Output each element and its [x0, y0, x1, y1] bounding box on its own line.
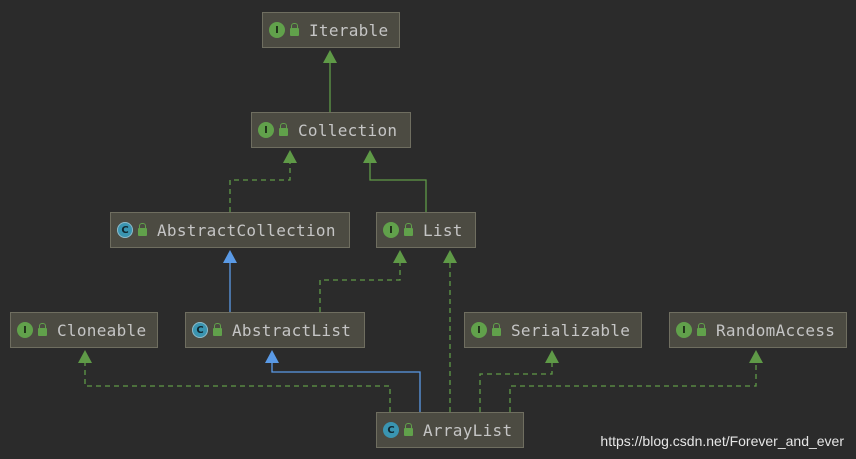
interface-icon: I — [17, 322, 33, 338]
public-lock-icon — [213, 323, 222, 336]
arrowhead — [223, 250, 237, 263]
public-lock-icon — [290, 23, 299, 36]
arrowhead — [265, 350, 279, 363]
edge-abstractlist-to-abstractcollection — [223, 250, 237, 312]
interface-icon: I — [383, 222, 399, 238]
node-randomaccess[interactable]: I RandomAccess — [669, 312, 847, 348]
node-label: Cloneable — [57, 320, 147, 340]
public-lock-icon — [138, 223, 147, 236]
public-lock-icon — [279, 123, 288, 136]
edge-arraylist-to-list — [443, 250, 457, 412]
node-arraylist[interactable]: C ArrayList — [376, 412, 524, 448]
arrowhead — [363, 150, 377, 163]
edge-abstractcollection-to-collection — [229, 150, 297, 212]
interface-icon: I — [676, 322, 692, 338]
node-label: AbstractCollection — [157, 220, 336, 240]
node-label: RandomAccess — [716, 320, 836, 340]
node-label: Iterable — [309, 20, 389, 40]
interface-icon: I — [269, 22, 285, 38]
arrowhead — [323, 50, 337, 63]
node-cloneable[interactable]: I Cloneable — [10, 312, 158, 348]
arrowhead — [443, 250, 457, 263]
node-collection[interactable]: I Collection — [251, 112, 411, 148]
node-list[interactable]: I List — [376, 212, 476, 248]
public-lock-icon — [404, 423, 413, 436]
class-icon: C — [117, 222, 133, 238]
node-iterable[interactable]: I Iterable — [262, 12, 400, 48]
node-label: Collection — [298, 120, 398, 140]
node-label: AbstractList — [232, 320, 352, 340]
edge-collection-to-iterable — [323, 50, 337, 112]
public-lock-icon — [697, 323, 706, 336]
node-label: Serializable — [511, 320, 631, 340]
node-label: List — [423, 220, 463, 240]
interface-icon: I — [258, 122, 274, 138]
arrowhead — [545, 350, 559, 363]
edge-abstractlist-to-list — [319, 250, 407, 312]
arrowhead — [749, 350, 763, 363]
public-lock-icon — [404, 223, 413, 236]
edge-arraylist-to-serializable — [479, 350, 559, 412]
node-serializable[interactable]: I Serializable — [464, 312, 642, 348]
node-abstractcollection[interactable]: C AbstractCollection — [110, 212, 350, 248]
class-icon: C — [383, 422, 399, 438]
edge-arraylist-to-randomaccess — [509, 350, 763, 412]
class-icon: C — [192, 322, 208, 338]
node-label: ArrayList — [423, 420, 513, 440]
node-abstractlist[interactable]: C AbstractList — [185, 312, 365, 348]
public-lock-icon — [492, 323, 501, 336]
arrowhead — [393, 250, 407, 263]
public-lock-icon — [38, 323, 47, 336]
arrowhead — [283, 150, 297, 163]
edge-arraylist-to-abstractlist — [265, 350, 421, 412]
edge-list-to-collection — [363, 150, 427, 212]
interface-icon: I — [471, 322, 487, 338]
edge-arraylist-to-cloneable — [78, 350, 391, 412]
arrowhead — [78, 350, 92, 363]
watermark: https://blog.csdn.net/Forever_and_ever — [600, 433, 844, 449]
